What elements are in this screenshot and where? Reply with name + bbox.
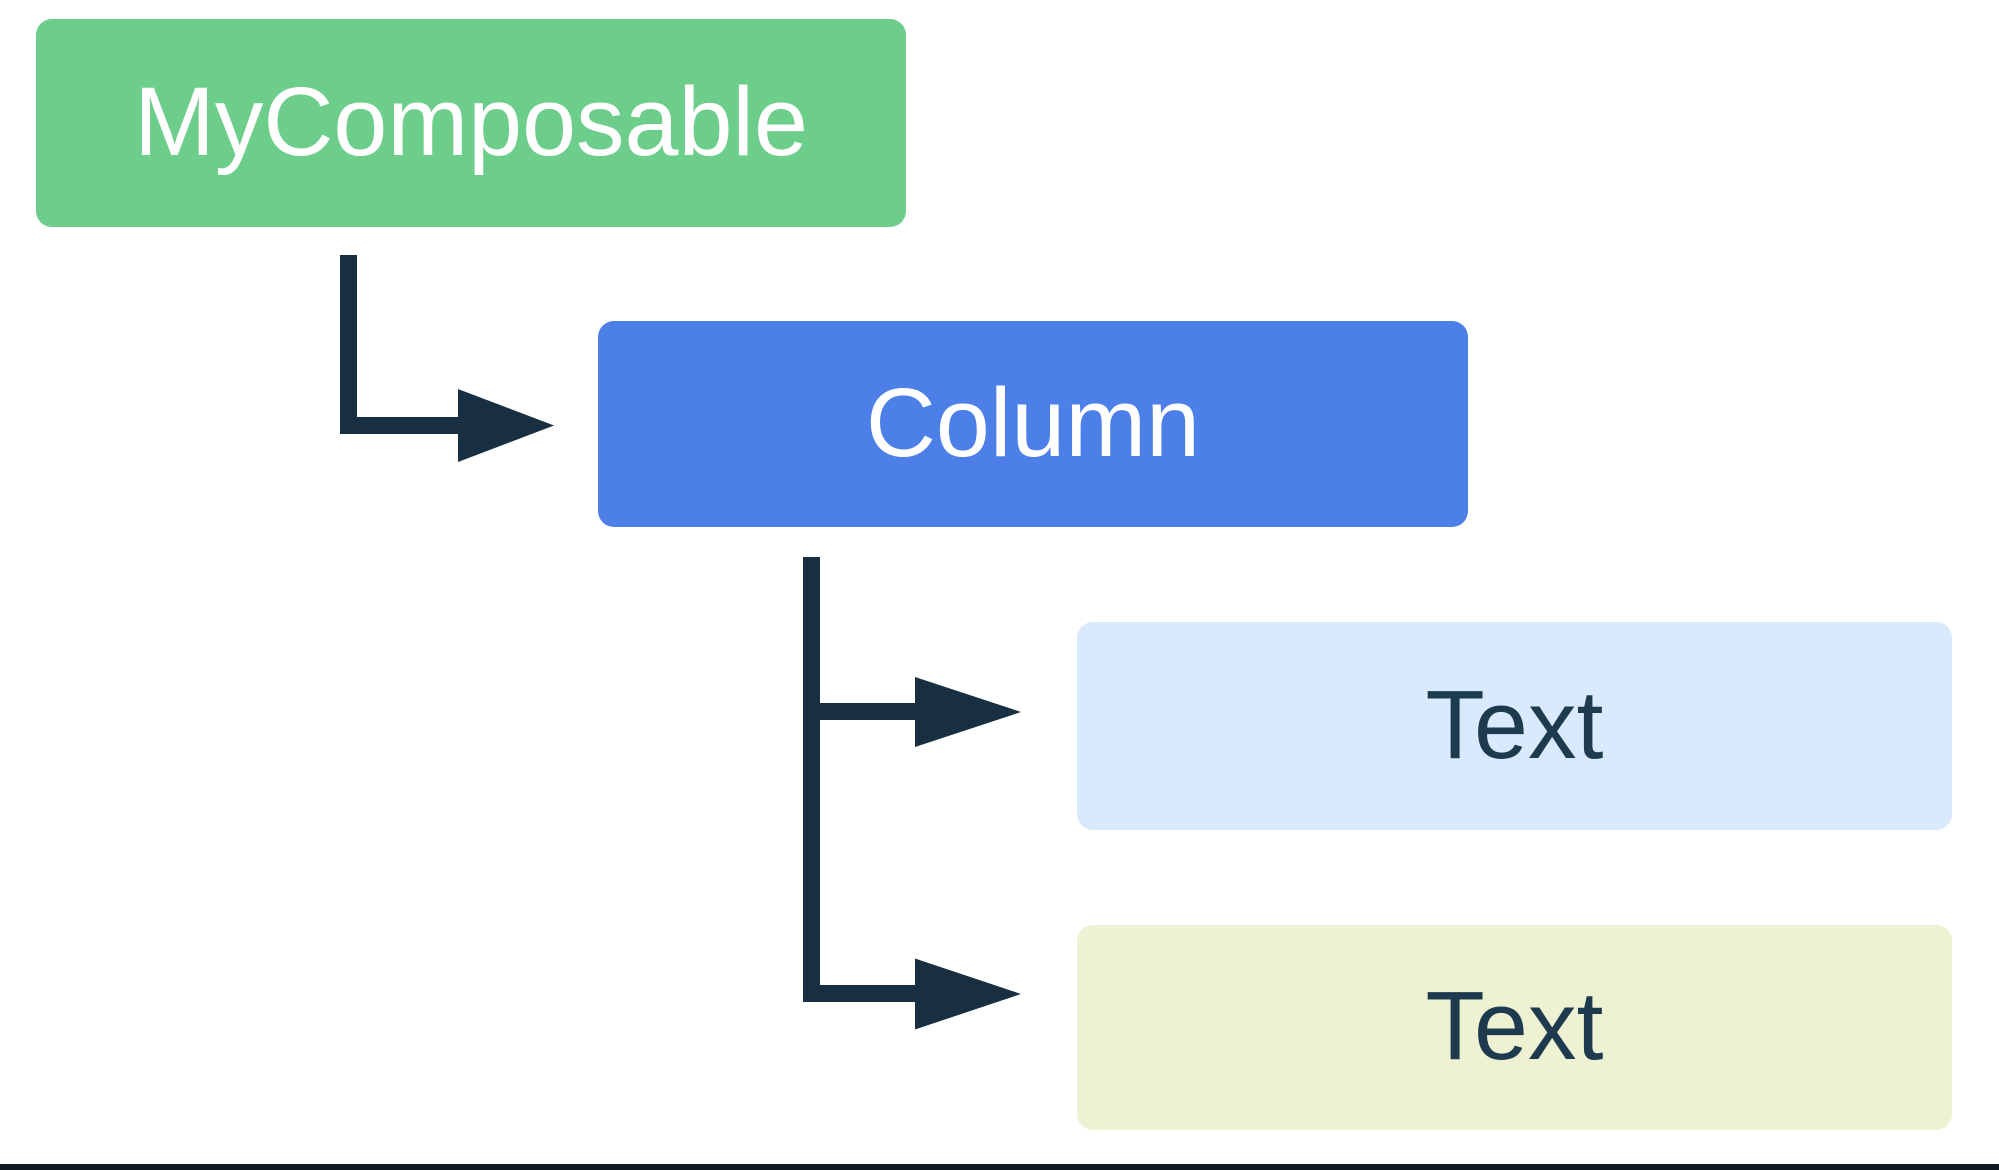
node-column: Column <box>598 321 1468 527</box>
node-mycomposable: MyComposable <box>36 19 906 227</box>
edge-column-trunk <box>803 557 918 1002</box>
arrowhead-text1 <box>915 677 1021 747</box>
node-text-first-child: Text <box>1077 622 1952 830</box>
bottom-divider-rule <box>0 1164 1999 1170</box>
edge-mycomposable-to-column <box>340 255 462 434</box>
node-text-second-child: Text <box>1077 925 1952 1130</box>
node-column-label: Column <box>865 367 1201 477</box>
arrowhead-text2 <box>915 958 1021 1030</box>
node-text2-label: Text <box>1425 971 1604 1080</box>
node-mycomposable-label: MyComposable <box>134 66 808 176</box>
node-text1-label: Text <box>1425 669 1604 779</box>
arrowhead-column <box>458 389 554 462</box>
